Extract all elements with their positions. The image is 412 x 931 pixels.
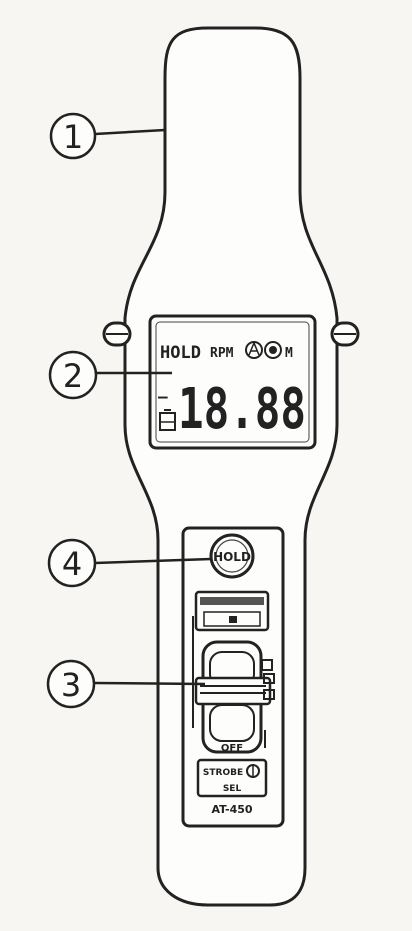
svg-text:1: 1 [63, 118, 83, 156]
lcd-hold: HOLD [160, 343, 201, 363]
lcd-m: M [285, 346, 293, 361]
callout-4: 4 [47, 538, 212, 588]
selector-slider[interactable] [194, 676, 272, 706]
svg-text:4: 4 [62, 545, 82, 583]
svg-text:2: 2 [63, 357, 83, 395]
strobe-sub-label: SEL [223, 784, 242, 794]
off-label: OFF [221, 743, 243, 754]
strobe-knob-icon [246, 764, 260, 778]
lcd-minus: — [158, 387, 168, 406]
callout-3: 3 [46, 659, 206, 709]
callout-1: 1 [49, 112, 166, 160]
hold-button-label: HOLD [213, 550, 251, 564]
callout-2: 2 [48, 350, 172, 400]
ring-icon [264, 341, 282, 359]
strobe-switch[interactable] [196, 758, 268, 798]
lcd-digits: 18.88 [178, 377, 306, 442]
strobe-label: STROBE [203, 768, 243, 778]
model-label: AT-450 [211, 803, 252, 816]
svg-text:3: 3 [61, 666, 81, 704]
lcd-rpm: RPM [210, 346, 234, 361]
hold-button[interactable] [209, 533, 255, 579]
